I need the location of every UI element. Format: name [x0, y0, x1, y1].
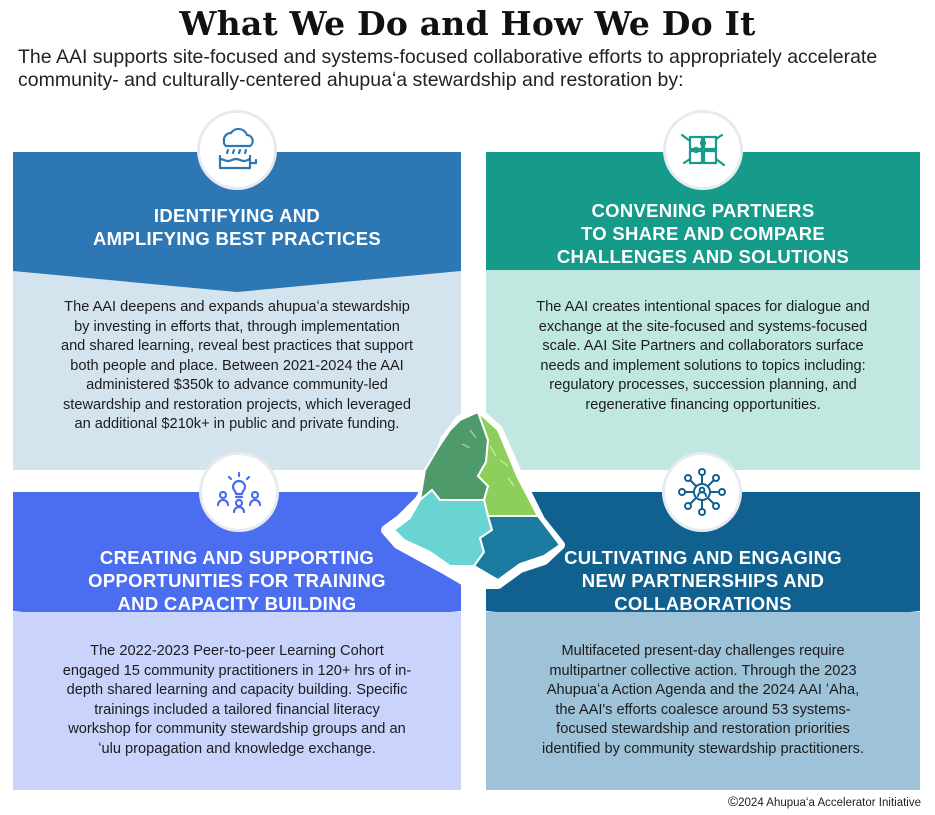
- panel-training-heading: CREATING AND SUPPORTING OPPORTUNITIES FO…: [88, 546, 386, 614]
- panel-best-practices-body: The AAI deepens and expands ahupuaʻa ste…: [13, 270, 461, 470]
- panel-convening: CONVENING PARTNERS TO SHARE AND COMPARE …: [486, 152, 920, 470]
- panel-partnerships: CULTIVATING AND ENGAGING NEW PARTNERSHIP…: [486, 492, 920, 790]
- panel-partnerships-body: Multifaceted present-day challenges requ…: [486, 612, 920, 790]
- panel-convening-text: The AAI creates intentional spaces for d…: [536, 299, 870, 413]
- copyright-text: 2024 Ahupuaʻa Accelerator Initiative: [738, 797, 921, 809]
- network-icon: [662, 452, 742, 532]
- panel-partnerships-text: Multifaceted present-day challenges requ…: [541, 643, 865, 757]
- panel-partnerships-heading: CULTIVATING AND ENGAGING NEW PARTNERSHIP…: [564, 546, 842, 614]
- panel-training-body: The 2022-2023 Peer-to-peer Learning Coho…: [13, 612, 461, 790]
- copyright-footer: ©2024 Ahupuaʻa Accelerator Initiative: [728, 793, 921, 809]
- panel-convening-heading: CONVENING PARTNERS TO SHARE AND COMPARE …: [556, 199, 850, 267]
- panel-training-text: The 2022-2023 Peer-to-peer Learning Coho…: [62, 643, 412, 757]
- panel-best-practices: IDENTIFYING AND AMPLIFYING BEST PRACTICE…: [13, 152, 461, 470]
- puzzle-hands-icon: [663, 110, 743, 190]
- rain-water-icon: [197, 110, 277, 190]
- page-subtitle: The AAI supports site-focused and system…: [18, 46, 878, 91]
- panel-best-practices-text: The AAI deepens and expands ahupuaʻa ste…: [60, 299, 414, 432]
- panel-convening-body: The AAI creates intentional spaces for d…: [486, 270, 920, 470]
- panel-best-practices-heading: IDENTIFYING AND AMPLIFYING BEST PRACTICE…: [92, 205, 382, 249]
- lightbulb-people-icon: [199, 452, 279, 532]
- page-title: What We Do and How We Do It: [179, 4, 756, 43]
- copyright-icon: ©: [727, 793, 739, 809]
- panel-training: CREATING AND SUPPORTING OPPORTUNITIES FO…: [13, 492, 461, 790]
